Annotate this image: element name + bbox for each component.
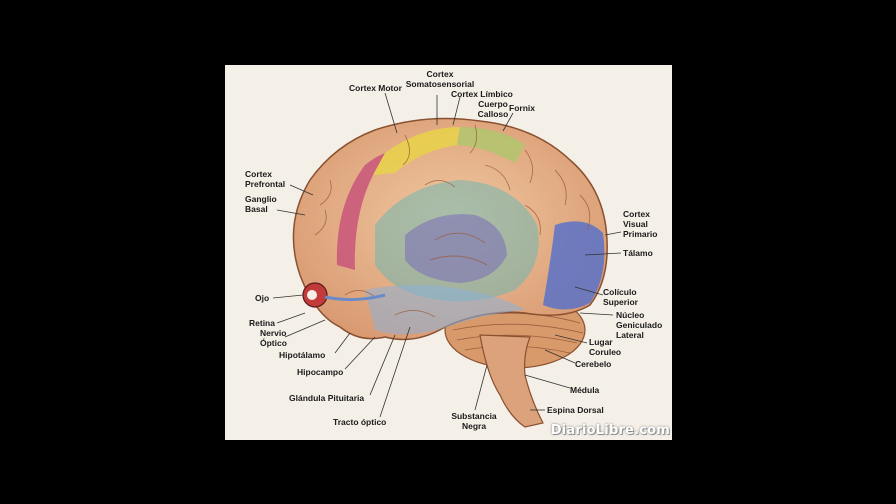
visual-cortex-region: [543, 221, 605, 310]
somatosensory-region: [457, 127, 525, 163]
watermark-logo: DiarioLibre.com: [550, 423, 670, 438]
label-retina: Retina: [249, 318, 275, 328]
label-cortex-somatosensorial: Cortex Somatosensorial: [405, 69, 475, 89]
label-lugar-coruleo: Lugar Coruleo: [589, 337, 622, 357]
label-medula: Médula: [570, 385, 600, 395]
brain-stem-shape: [479, 334, 544, 428]
label-ganglio-basal: Ganglio Basal: [245, 194, 277, 214]
thalamus-region: [405, 214, 507, 283]
label-cerebelo: Cerebelo: [575, 359, 612, 369]
label-coliculo-superior: Colículo Superior: [603, 287, 638, 307]
label-fornix: Fornix: [509, 103, 535, 113]
label-talamo: Tálamo: [623, 248, 653, 258]
label-hipocampo: Hipocampo: [297, 367, 344, 377]
optic-nerve-shape: [324, 293, 386, 302]
label-cortex-limbico: Cortex Límbico: [451, 89, 513, 99]
label-substancia-negra: Substancia Negra: [451, 411, 497, 431]
pupil-shape: [307, 290, 317, 300]
motor-cortex-region: [373, 127, 460, 175]
label-cortex-motor: Cortex Motor: [349, 83, 402, 93]
prefrontal-cortex-region: [336, 153, 385, 270]
label-hipotalamo: Hipotálamo: [279, 350, 326, 360]
label-nervio-optico: Nervio Óptico: [260, 328, 287, 348]
label-glandula-pituitaria: Glándula Pituitaria: [289, 393, 365, 403]
label-tracto-optico: Tracto óptico: [333, 417, 387, 427]
label-cortex-prefrontal: Cortex Prefrontal: [245, 169, 286, 189]
label-ojo: Ojo: [255, 293, 270, 303]
label-nucleo-geniculado-lateral: Núcleo Geniculado Lateral: [616, 310, 663, 340]
brain-diagram-panel: Cortex Somatosensorial Cortex Motor Cort…: [225, 65, 672, 440]
label-espina-dorsal: Espina Dorsal: [547, 405, 604, 415]
label-cortex-visual-primario: Cortex Visual Primario: [623, 209, 658, 239]
temporal-lobe-region: [365, 285, 525, 335]
brain-illustration: [272, 92, 622, 428]
label-cuerpo-calloso: Cuerpo Calloso: [477, 99, 509, 119]
